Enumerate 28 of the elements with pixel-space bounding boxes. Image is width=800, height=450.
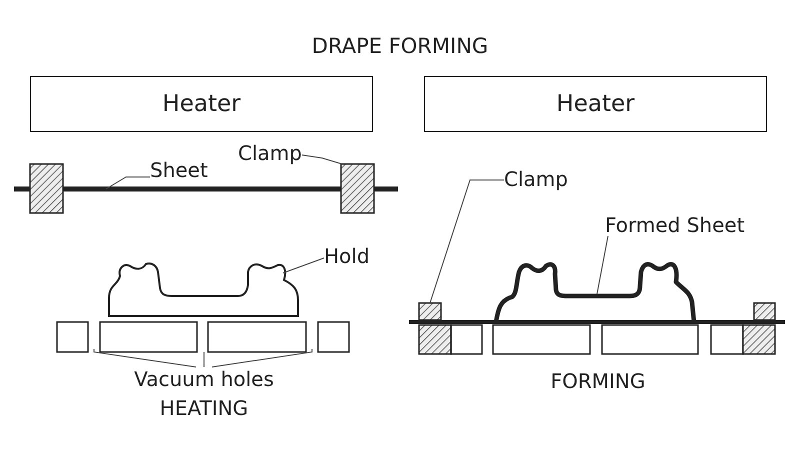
vacuum-base-drawing xyxy=(450,324,744,355)
mold-drawing xyxy=(108,262,299,317)
heater-box xyxy=(424,76,767,132)
callout-label: Formed Sheet xyxy=(605,213,745,237)
heater-label: Heater xyxy=(556,91,635,117)
leader-line xyxy=(430,180,504,304)
callout-label: Clamp xyxy=(238,141,302,165)
diagram-title: DRAPE FORMING xyxy=(312,34,488,58)
clamp-block xyxy=(340,163,375,214)
clamp-block xyxy=(742,302,776,355)
leader-line xyxy=(94,348,196,368)
stage-caption: FORMING xyxy=(550,369,646,393)
formed-sheet-line xyxy=(494,262,696,322)
leader-line xyxy=(302,154,342,164)
leader-line xyxy=(106,176,150,190)
leader-line xyxy=(282,258,324,274)
callout-label: Hold xyxy=(324,244,370,268)
callout-label: Vacuum holes xyxy=(134,367,274,391)
leader-line xyxy=(596,236,608,294)
stage-caption: HEATING xyxy=(160,396,248,420)
clamp-block xyxy=(29,163,64,214)
callout-label: Clamp xyxy=(504,167,568,191)
leader-line xyxy=(212,348,312,368)
vacuum-base-drawing xyxy=(56,321,350,353)
clamp-block xyxy=(418,302,452,355)
heater-box xyxy=(30,76,373,132)
heater-label: Heater xyxy=(162,91,241,117)
callout-label: Sheet xyxy=(150,158,208,182)
